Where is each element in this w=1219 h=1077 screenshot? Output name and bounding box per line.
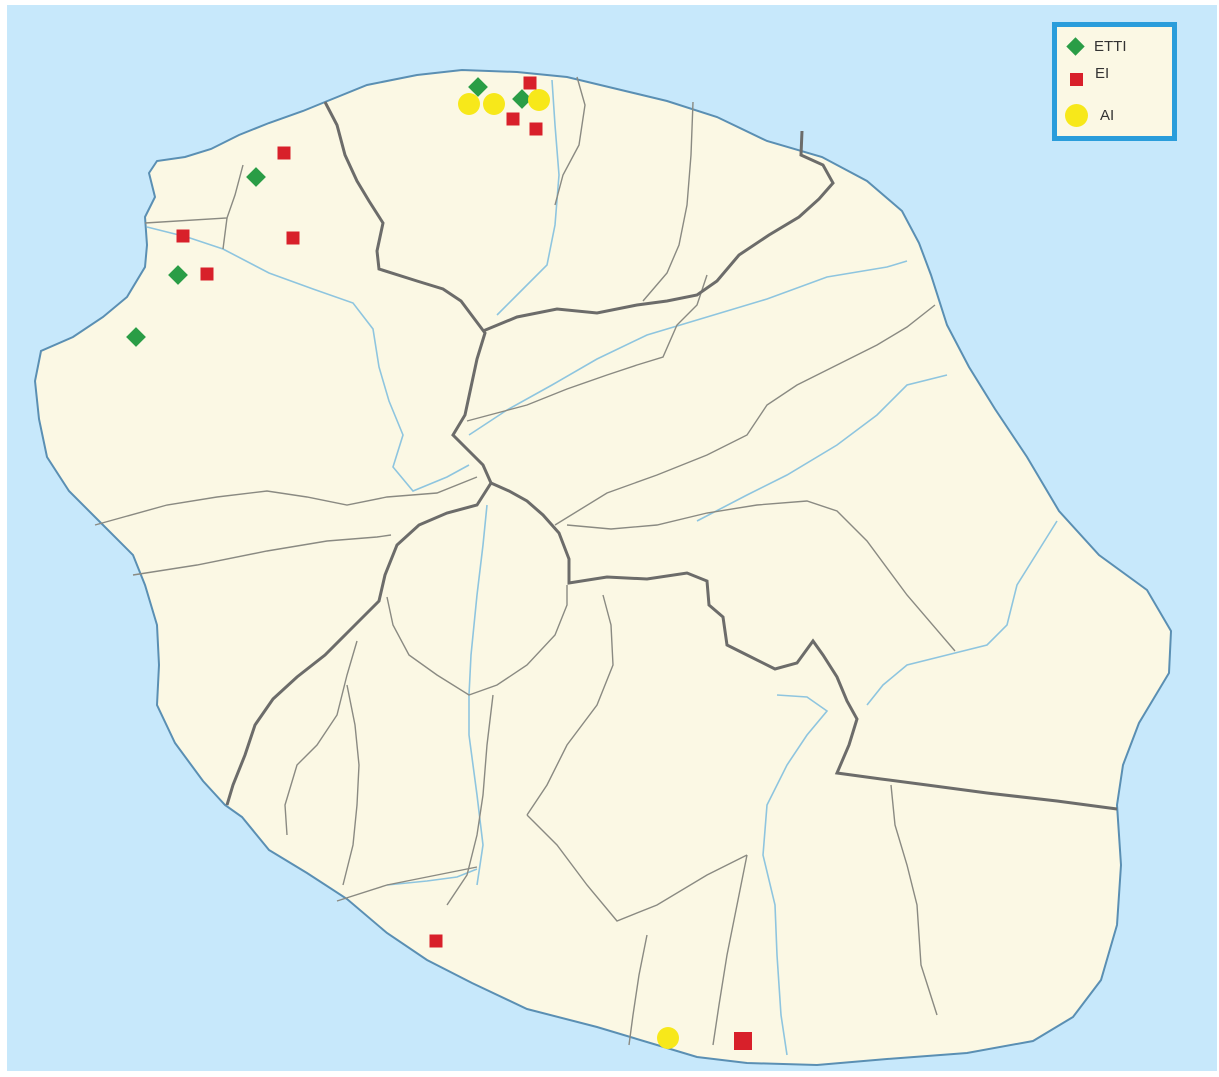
red-square-icon bbox=[1070, 73, 1083, 86]
ai-marker bbox=[528, 89, 550, 111]
legend-label-ei: EI bbox=[1095, 65, 1110, 82]
etti-marker bbox=[246, 167, 266, 187]
map-frame bbox=[7, 5, 1217, 1071]
legend-label-etti: ETTI bbox=[1094, 38, 1127, 55]
map-markers bbox=[126, 76, 752, 1050]
legend-item-ei: EI bbox=[1070, 65, 1109, 86]
ai-marker bbox=[458, 93, 480, 115]
green-diamond-icon bbox=[1066, 37, 1085, 56]
ei-marker bbox=[286, 231, 300, 245]
ei-marker bbox=[529, 122, 543, 136]
ei-marker bbox=[506, 112, 520, 126]
reunion-map bbox=[7, 5, 1217, 1071]
commune-borders bbox=[94, 76, 956, 1046]
yellow-circle-icon bbox=[1065, 104, 1088, 127]
ai-marker bbox=[483, 93, 505, 115]
etti-marker bbox=[168, 265, 188, 285]
ei-marker bbox=[176, 229, 190, 243]
legend-label-ai: AI bbox=[1100, 107, 1115, 124]
etti-marker bbox=[126, 327, 146, 347]
ei-marker bbox=[200, 267, 214, 281]
legend-item-etti: ETTI bbox=[1066, 37, 1127, 56]
arrondissement-borders bbox=[225, 101, 1118, 811]
ei-marker bbox=[429, 934, 443, 948]
etti-marker bbox=[468, 77, 488, 97]
legend-item-ai: AI bbox=[1065, 104, 1114, 127]
island-landmass bbox=[33, 68, 1173, 1067]
ei-marker bbox=[277, 146, 291, 160]
ei-marker bbox=[523, 76, 537, 90]
ai-marker bbox=[657, 1027, 679, 1049]
map-legend: ETTI EI AI bbox=[1052, 22, 1177, 141]
ei-marker bbox=[734, 1032, 752, 1050]
